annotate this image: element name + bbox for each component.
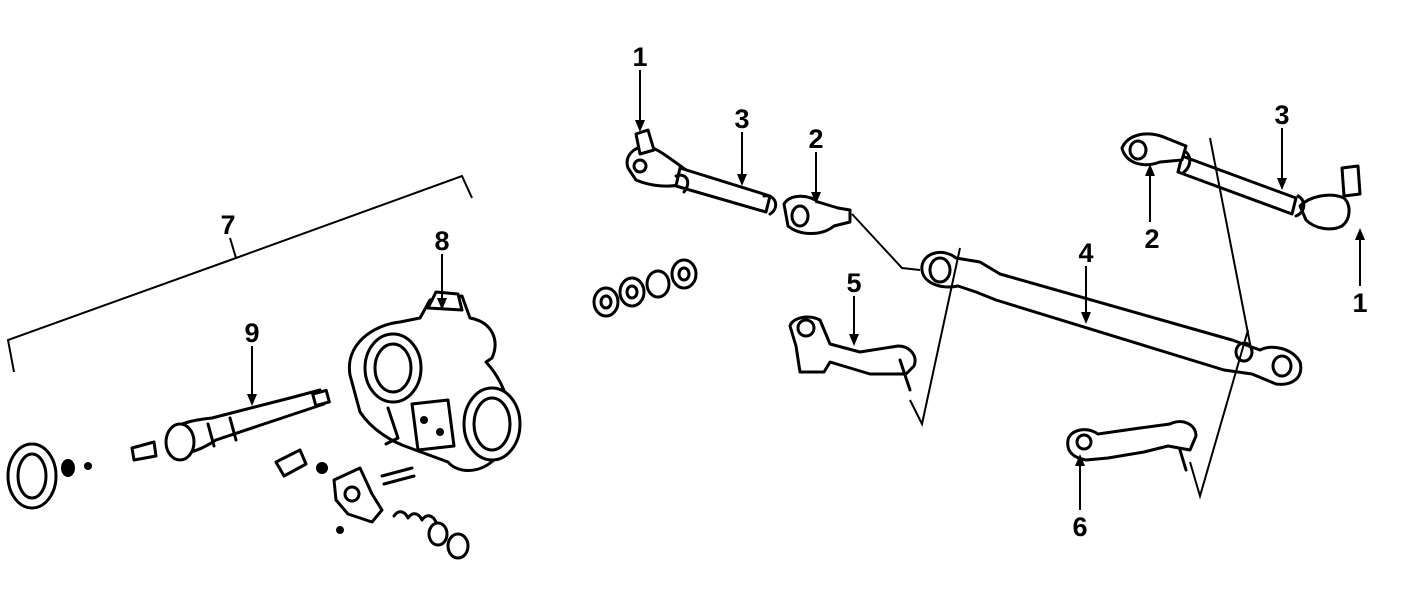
callout-9: 9: [244, 318, 259, 348]
callout-5: 5: [846, 268, 861, 298]
callout-1-left: 1: [632, 42, 647, 72]
callout-leaders: [247, 70, 1365, 510]
gear-small-parts: [274, 448, 470, 560]
callout-7: 7: [220, 210, 235, 240]
sector-shaft: [164, 388, 331, 462]
left-adjuster-sleeve: [674, 166, 778, 216]
bushing-washers: [592, 258, 698, 318]
left-inner-tie-rod-end: [782, 194, 852, 235]
idler-arm: [1066, 420, 1198, 472]
callout-6: 6: [1072, 512, 1087, 542]
gear-seal-and-washer: [6, 440, 158, 510]
pitman-arm: [788, 315, 917, 392]
callout-2-right: 2: [1144, 224, 1159, 254]
left-outer-tie-rod-end: [625, 128, 688, 188]
callout-4: 4: [1078, 238, 1093, 268]
right-outer-tie-rod-end: [1298, 164, 1362, 231]
callout-8: 8: [434, 226, 449, 256]
assembly-connector-lines: [851, 137, 1253, 500]
steering-gear-bracket: [6, 174, 473, 373]
gear-housing: [347, 290, 522, 472]
callout-1-right: 1: [1352, 288, 1367, 318]
callout-3-left: 3: [734, 104, 749, 134]
callout-3-right: 3: [1274, 100, 1289, 130]
right-inner-tie-rod-end: [1120, 132, 1188, 167]
callout-2-left: 2: [808, 124, 823, 154]
center-link: [920, 250, 1303, 386]
